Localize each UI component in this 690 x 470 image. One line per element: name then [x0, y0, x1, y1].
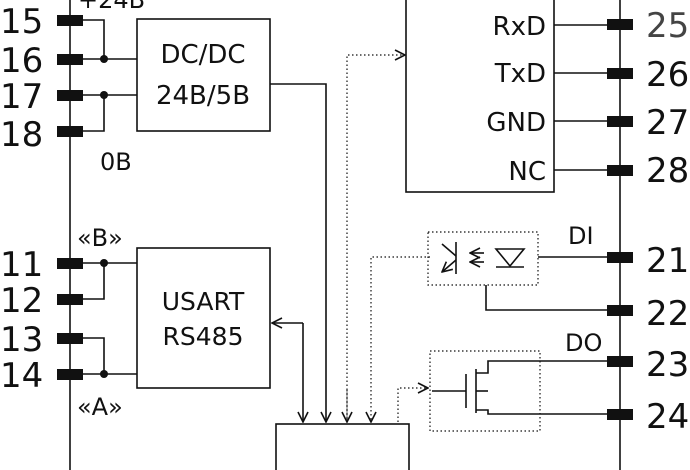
wire-dcdc-mcu	[270, 83, 326, 422]
terminal-18	[57, 126, 83, 137]
usart-block	[136, 247, 271, 389]
terminal-16	[57, 54, 83, 65]
gnd-label: GND	[486, 108, 546, 138]
serial-port-block	[405, 0, 555, 193]
terminal-11	[57, 258, 83, 269]
usart-line1: USART	[162, 287, 245, 316]
terminal-12	[57, 294, 83, 305]
di-phototransistor-collector	[441, 243, 457, 257]
dotted-link-serial	[346, 55, 405, 422]
dcdc-line1: DC/DC	[160, 40, 245, 70]
terminal-26	[607, 68, 633, 79]
nc-label: NC	[508, 157, 546, 187]
pin-11: 11	[0, 245, 43, 285]
terminal-14	[57, 369, 83, 380]
junction-16	[100, 55, 108, 63]
mcu-block	[275, 423, 410, 470]
pin-27: 27	[646, 103, 689, 143]
pin-21: 21	[646, 241, 689, 281]
pin-14: 14	[0, 356, 43, 396]
pin-24: 24	[646, 397, 689, 437]
terminal-25	[607, 19, 633, 30]
junction-17	[100, 91, 108, 99]
rxd-label: RxD	[493, 12, 546, 42]
pin-15: 15	[0, 2, 43, 42]
wire-13-14	[83, 337, 105, 375]
pin-23: 23	[646, 345, 689, 385]
usart-line2: RS485	[163, 322, 244, 351]
pin-18: 18	[0, 115, 43, 155]
rs485-a-label: «А»	[77, 393, 123, 421]
terminal-28	[607, 165, 633, 176]
terminal-24	[607, 409, 633, 420]
pin-16: 16	[0, 41, 43, 81]
terminal-15	[57, 15, 83, 26]
do-switch	[429, 350, 541, 432]
wire-15-16	[83, 19, 105, 60]
terminal-21	[607, 252, 633, 263]
di-led	[494, 248, 526, 268]
do-label: DO	[565, 329, 602, 357]
dcdc-line2: 24В/5В	[156, 81, 250, 111]
rs485-b-label: «В»	[77, 224, 123, 252]
pin-25: 25	[646, 6, 689, 46]
zero-v-label: 0В	[100, 148, 132, 176]
pin-12: 12	[0, 281, 43, 321]
junction-11	[100, 259, 108, 267]
terminal-27	[607, 116, 633, 127]
di-optocoupler	[427, 231, 539, 286]
junction-14	[100, 370, 108, 378]
wire-17-18	[83, 94, 105, 132]
pin-28: 28	[646, 151, 689, 191]
terminal-22	[607, 305, 633, 316]
do-drain	[476, 360, 607, 374]
do-source	[476, 409, 607, 415]
dcdc-block	[136, 18, 271, 132]
wire-di-22	[485, 285, 607, 311]
dotted-link-di	[371, 256, 430, 422]
pin-22: 22	[646, 294, 689, 334]
txd-label: TxD	[494, 59, 546, 89]
wire-11-12	[83, 262, 105, 300]
terminal-13	[57, 333, 83, 344]
di-label: DI	[568, 222, 594, 250]
pin-17: 17	[0, 77, 43, 117]
terminal-23	[607, 356, 633, 367]
dotted-link-do	[397, 388, 428, 422]
pin-13: 13	[0, 320, 43, 360]
plus-24v-label: +24В	[78, 0, 145, 14]
di-phototransistor-emitter	[442, 259, 457, 272]
terminal-17	[57, 90, 83, 101]
pin-26: 26	[646, 55, 689, 95]
